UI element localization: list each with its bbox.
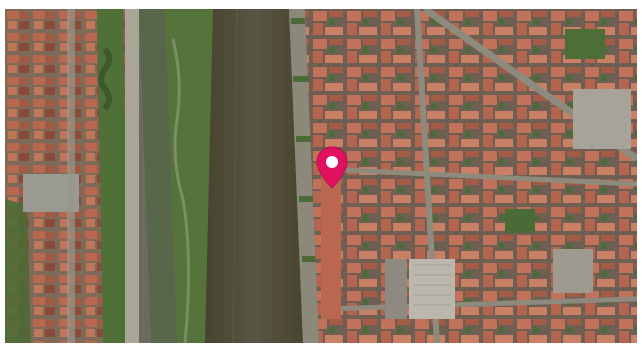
- map-viewport[interactable]: [5, 9, 637, 343]
- river: [205, 9, 303, 343]
- canal-island: [165, 9, 213, 343]
- street-lower: [324, 296, 637, 312]
- left-street: [67, 9, 75, 343]
- courtyard-green: [505, 209, 535, 233]
- courtyard-green-2: [565, 29, 605, 59]
- pin-center: [326, 156, 338, 168]
- building-gray-lower: [553, 249, 593, 293]
- building-gray-mid: [385, 259, 407, 319]
- left-bank-vegetation: [5, 199, 31, 343]
- riverside-building-row: [321, 169, 341, 319]
- canal: [139, 9, 177, 343]
- building-gray-upper: [573, 89, 631, 149]
- map-pin-icon[interactable]: [315, 146, 349, 190]
- town-square: [409, 259, 455, 319]
- street-horizontal: [322, 166, 637, 187]
- promenade-road: [125, 9, 139, 343]
- satellite-imagery: [5, 9, 637, 343]
